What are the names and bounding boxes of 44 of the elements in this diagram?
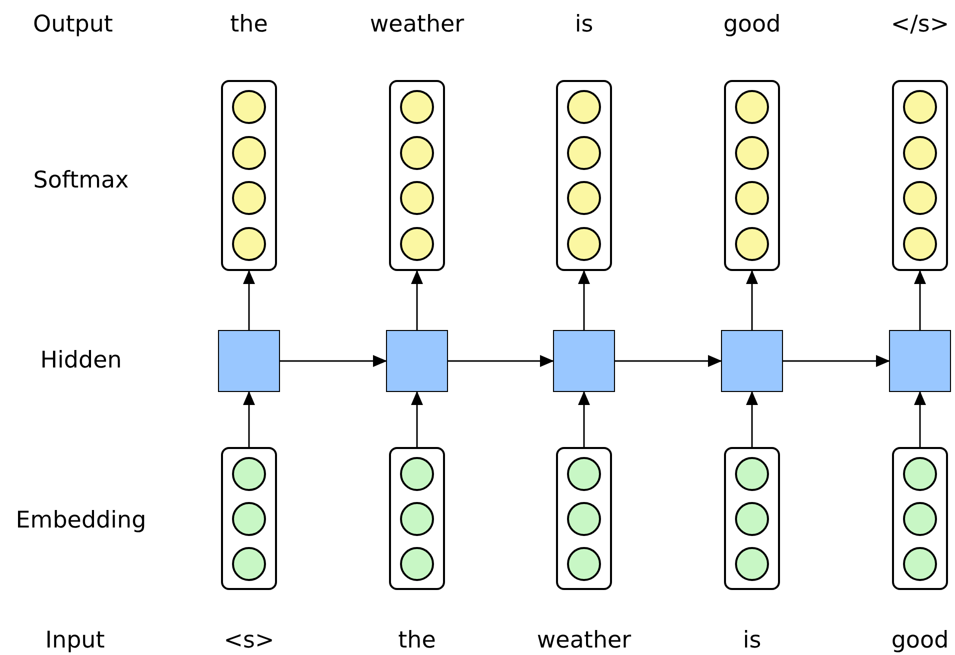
embedding-vector-box — [892, 447, 948, 590]
arrow — [783, 355, 890, 367]
hidden-state-square — [889, 330, 951, 392]
softmax-vector-box — [221, 80, 277, 271]
arrow — [243, 391, 255, 447]
arrow — [914, 270, 926, 330]
embedding-vector-box — [556, 447, 612, 590]
row-label: Hidden — [40, 348, 122, 374]
row-label: Output — [33, 12, 113, 38]
embedding-vector-box — [221, 447, 277, 590]
input-token: good — [891, 628, 949, 654]
input-token: <s> — [224, 628, 274, 654]
arrow — [578, 391, 590, 447]
output-token: good — [723, 12, 781, 38]
hidden-state-square — [218, 330, 280, 392]
arrow — [914, 391, 926, 447]
embedding-vector-box — [389, 447, 445, 590]
arrow — [411, 391, 423, 447]
hidden-state-square — [553, 330, 615, 392]
output-token: weather — [370, 12, 464, 38]
softmax-vector-box — [556, 80, 612, 271]
softmax-vector-box — [389, 80, 445, 271]
row-label: Embedding — [16, 508, 146, 534]
arrow — [746, 270, 758, 330]
arrow — [578, 270, 590, 330]
hidden-state-square — [386, 330, 448, 392]
row-label: Softmax — [33, 168, 129, 194]
row-label: Input — [45, 628, 105, 654]
input-token: weather — [536, 628, 632, 654]
input-token: is — [742, 628, 762, 654]
input-token: the — [398, 628, 436, 654]
arrow — [746, 391, 758, 447]
arrow — [280, 355, 387, 367]
output-token: is — [574, 12, 594, 38]
output-token: the — [230, 12, 268, 38]
arrow — [448, 355, 554, 367]
embedding-vector-box — [724, 447, 780, 590]
arrow — [411, 270, 423, 330]
softmax-vector-box — [724, 80, 780, 271]
hidden-state-square — [721, 330, 783, 392]
arrow — [243, 270, 255, 330]
arrow — [615, 355, 722, 367]
softmax-vector-box — [892, 80, 948, 271]
output-token: </s> — [890, 12, 950, 38]
